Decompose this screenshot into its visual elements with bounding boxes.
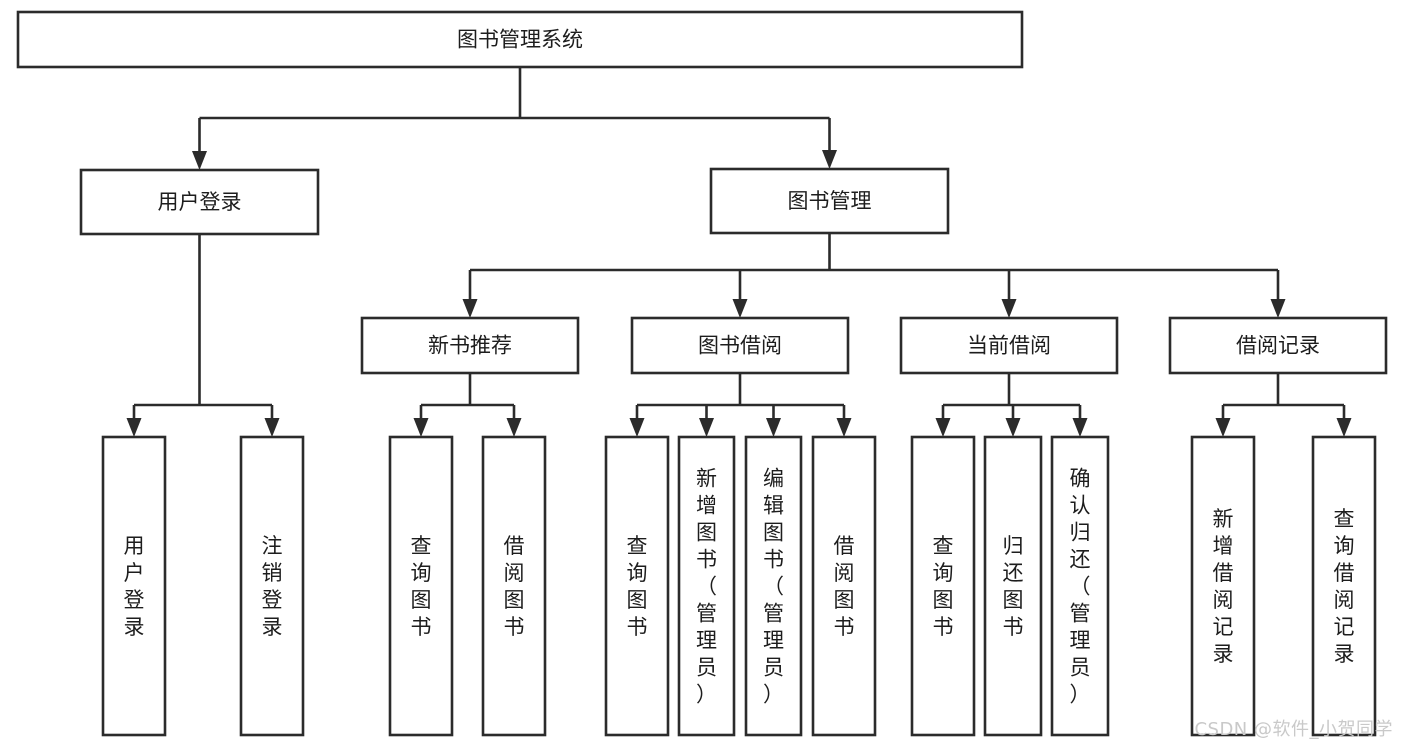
node-box	[360, 316, 580, 375]
node-label: 查询图书	[411, 534, 432, 639]
node-root[interactable]: 图书管理系统	[16, 10, 1024, 69]
node-borrow-book-2[interactable]: 借阅图书	[811, 435, 877, 737]
arrow-down-icon	[699, 418, 714, 437]
arrow-down-icon	[1072, 418, 1088, 437]
node-user-logout-leaf[interactable]: 注销登录	[239, 435, 305, 737]
node-box	[811, 435, 877, 737]
node-box	[910, 435, 976, 737]
node-label: 图书管理	[788, 189, 872, 213]
node-label: 注销登录	[262, 534, 283, 639]
node-box	[388, 435, 454, 737]
node-label: 图书管理系统	[457, 28, 583, 52]
edges-layer	[126, 67, 1352, 437]
node-book-management[interactable]: 图书管理	[709, 167, 950, 235]
node-box	[630, 316, 850, 375]
arrow-down-icon	[629, 418, 645, 437]
node-box	[1168, 316, 1388, 375]
node-label: 新增借阅记录	[1213, 507, 1234, 666]
node-label: 当前借阅	[967, 334, 1051, 358]
node-return-book[interactable]: 归还图书	[983, 435, 1043, 737]
node-label: 借阅图书	[834, 534, 855, 639]
node-box	[604, 435, 670, 737]
arrow-down-icon	[836, 418, 852, 437]
node-box	[1311, 435, 1377, 737]
node-box	[744, 435, 803, 737]
node-label: 确认归还（管理员）	[1070, 467, 1091, 707]
node-current-borrow[interactable]: 当前借阅	[899, 316, 1119, 375]
node-label: 新书推荐	[428, 334, 512, 358]
node-box	[677, 435, 736, 737]
node-add-book[interactable]: 新增图书（管理员）	[677, 435, 736, 737]
node-box	[481, 435, 547, 737]
arrow-down-icon	[1270, 299, 1286, 318]
arrow-down-icon	[126, 418, 142, 437]
node-box	[1190, 435, 1256, 737]
node-query-book-1[interactable]: 查询图书	[388, 435, 454, 737]
node-box	[1050, 435, 1110, 737]
node-label: 借阅记录	[1236, 334, 1320, 358]
node-box	[983, 435, 1043, 737]
node-box	[101, 435, 167, 737]
node-box	[709, 167, 950, 235]
arrow-down-icon	[506, 418, 522, 437]
node-book-borrow[interactable]: 图书借阅	[630, 316, 850, 375]
node-label: 查询图书	[933, 534, 954, 639]
node-add-borrow-record[interactable]: 新增借阅记录	[1190, 435, 1256, 737]
node-user-login[interactable]: 用户登录	[79, 168, 320, 236]
node-label: 用户登录	[158, 190, 242, 214]
node-label: 归还图书	[1003, 534, 1024, 639]
node-label: 用户登录	[124, 534, 145, 639]
node-borrow-book-1[interactable]: 借阅图书	[481, 435, 547, 737]
arrow-down-icon	[192, 151, 207, 170]
arrow-down-icon	[1336, 418, 1352, 437]
arrow-down-icon	[766, 418, 781, 437]
node-edit-book[interactable]: 编辑图书（管理员）	[744, 435, 803, 737]
arrow-down-icon	[1005, 418, 1021, 437]
node-box	[16, 10, 1024, 69]
node-label: 查询借阅记录	[1334, 507, 1355, 666]
arrow-down-icon	[1001, 299, 1017, 318]
node-borrow-records[interactable]: 借阅记录	[1168, 316, 1388, 375]
arrow-down-icon	[462, 299, 478, 318]
node-box	[79, 168, 320, 236]
node-label: 查询图书	[627, 534, 648, 639]
arrow-down-icon	[1215, 418, 1231, 437]
node-query-book-2[interactable]: 查询图书	[604, 435, 670, 737]
nodes-layer: 图书管理系统用户登录图书管理用户登录注销登录新书推荐查询图书借阅图书图书借阅查询…	[16, 10, 1388, 737]
node-label: 借阅图书	[504, 534, 525, 639]
arrow-down-icon	[264, 418, 280, 437]
watermark-text: CSDN @软件_小贺同学	[1194, 719, 1393, 740]
arrow-down-icon	[822, 150, 837, 169]
node-new-book-recommend[interactable]: 新书推荐	[360, 316, 580, 375]
node-query-borrow-record[interactable]: 查询借阅记录	[1311, 435, 1377, 737]
node-confirm-return[interactable]: 确认归还（管理员）	[1050, 435, 1110, 737]
node-box	[239, 435, 305, 737]
node-label: 图书借阅	[698, 334, 782, 358]
node-label: 新增图书（管理员）	[696, 467, 717, 707]
node-user-login-leaf[interactable]: 用户登录	[101, 435, 167, 737]
node-label: 编辑图书（管理员）	[763, 467, 784, 707]
arrow-down-icon	[935, 418, 951, 437]
node-box	[899, 316, 1119, 375]
node-query-book-3[interactable]: 查询图书	[910, 435, 976, 737]
arrow-down-icon	[732, 299, 748, 318]
arrow-down-icon	[413, 418, 429, 437]
